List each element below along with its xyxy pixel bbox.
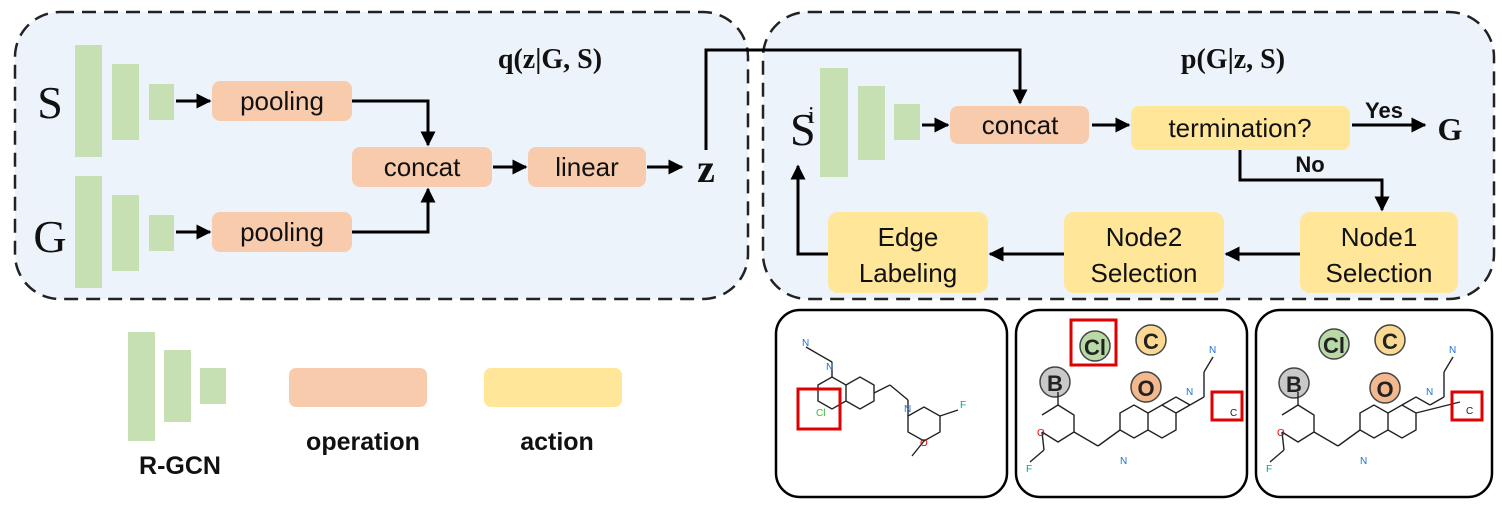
molecule-1-label-n: N <box>802 338 809 349</box>
linear-label: linear <box>555 152 619 182</box>
decoder-input-s-superscript: i <box>808 103 815 129</box>
edge-label-line1: Edge <box>878 222 939 252</box>
molecule-2-label-o: O <box>1037 428 1045 439</box>
atom-c-icon <box>1374 324 1406 356</box>
molecule-3-label-n-ring: N <box>1426 387 1433 398</box>
encoder-panel: q(z|G, S) S G pooling pooling concat <box>13 10 750 301</box>
encoder-input-s: S <box>37 77 63 128</box>
molecule-icon <box>1269 356 1461 463</box>
arrow-up-icon <box>790 164 828 256</box>
selection-box-icon <box>1210 390 1244 422</box>
molecule-1-label-cl: Cl <box>816 408 825 419</box>
legend: R-GCN operation action <box>128 332 622 480</box>
termination-label: termination? <box>1168 113 1311 143</box>
node1-label-line1: Node1 <box>1341 222 1418 252</box>
rgcn-stack-bottom <box>75 176 174 288</box>
decoder-arrows <box>790 117 1427 262</box>
atom-b-icon <box>1278 367 1310 399</box>
encoder-concat-label: concat <box>384 152 461 182</box>
arrow-down-icon <box>1238 150 1390 212</box>
molecule-panel-3: Cl C B O N N O N F C <box>1254 308 1494 499</box>
panel3-atom-o-label: O <box>1376 377 1393 402</box>
pooling-top-label: pooling <box>240 86 324 116</box>
atom-cl-icon <box>1318 328 1350 360</box>
termination-box: termination? <box>1131 106 1350 150</box>
panel3-atom-c-label: C <box>1382 329 1398 354</box>
decoder-concat-box: concat <box>950 106 1089 144</box>
selection-box-icon <box>796 387 842 431</box>
molecule-2-label-n: N <box>1209 345 1216 356</box>
legend-rgcn-label: R-GCN <box>139 452 221 480</box>
no-label: No <box>1295 152 1324 177</box>
encoder-arrows <box>176 93 684 240</box>
decoder-panel: p(G|z, S) S i concat termination? Yes G … <box>761 10 1496 301</box>
node1-label-line2: Selection <box>1326 258 1433 288</box>
legend-operation-swatch <box>289 368 427 407</box>
node1-selection-box: Node1 Selection <box>1300 212 1458 293</box>
molecule-3-label-o: O <box>1277 428 1285 439</box>
panel3-atom-cl-label: Cl <box>1323 333 1345 358</box>
legend-rgcn-swatch <box>128 332 226 441</box>
molecule-2-label-n-chain: N <box>1120 456 1127 467</box>
molecule-2-label-n-ring: N <box>1186 387 1193 398</box>
yes-label: Yes <box>1365 98 1403 123</box>
decoder-input-s: S <box>790 104 816 155</box>
pooling-bottom-box: pooling <box>212 212 352 252</box>
decoder-output-g: G <box>1438 111 1463 147</box>
panel3-atom-b-label: B <box>1286 372 1302 397</box>
pooling-bottom-label: pooling <box>240 217 324 247</box>
panel2-atom-b-label: B <box>1047 371 1063 396</box>
atom-cl-icon <box>1079 330 1111 362</box>
linear-box: linear <box>528 147 646 187</box>
molecule-1-label-f: F <box>960 400 966 411</box>
latent-z: z <box>697 146 715 191</box>
atom-o-icon <box>1130 371 1162 403</box>
molecule-2-label-c: C <box>1230 408 1237 419</box>
panel2-atom-cl-label: Cl <box>1084 335 1106 360</box>
encoder-input-g: G <box>33 211 66 262</box>
molecule-panel-1: N N N O F Cl <box>774 308 1009 499</box>
molecule-icon <box>805 346 959 457</box>
molecule-1-label-n-ring: N <box>826 362 833 373</box>
panel2-atom-c-label: C <box>1143 329 1159 354</box>
legend-action-label: action <box>520 428 594 456</box>
rgcn-stack-top <box>75 45 174 157</box>
edge-label-line2: Labeling <box>859 258 957 288</box>
atom-b-icon <box>1039 366 1071 398</box>
encoder-title: q(z|G, S) <box>498 44 602 75</box>
atom-o-icon <box>1369 372 1401 404</box>
arrow-up-icon <box>352 187 436 234</box>
molecule-1-label-o: O <box>920 438 928 449</box>
selection-box-icon <box>1069 318 1118 367</box>
rgcn-stack-decoder <box>820 68 920 177</box>
molecule-1-label-n-chain: N <box>904 404 911 415</box>
selection-box-icon <box>1450 390 1484 422</box>
molecule-icon <box>1029 356 1214 463</box>
encoder-concat-box: concat <box>352 147 492 187</box>
molecule-3-label-n: N <box>1449 345 1456 356</box>
decoder-concat-label: concat <box>982 110 1059 140</box>
molecule-3-label-c: C <box>1466 406 1473 417</box>
molecule-3-label-n-chain: N <box>1360 456 1367 467</box>
node2-selection-box: Node2 Selection <box>1064 212 1224 293</box>
edge-labeling-box: Edge Labeling <box>828 212 988 293</box>
decoder-title: p(G|z, S) <box>1181 44 1285 75</box>
node2-label-line2: Selection <box>1091 258 1198 288</box>
legend-operation-label: operation <box>306 428 420 456</box>
pooling-top-box: pooling <box>212 81 352 121</box>
node2-label-line1: Node2 <box>1106 222 1183 252</box>
arrow-down-icon <box>352 99 436 147</box>
panel2-atom-o-label: O <box>1137 376 1154 401</box>
legend-action-swatch <box>484 368 622 407</box>
molecule-3-label-f: F <box>1266 464 1272 475</box>
atom-c-icon <box>1135 324 1167 356</box>
molecule-panel-2: Cl C B O N N O N F C <box>1014 308 1249 499</box>
latent-to-concat-arrow <box>704 48 1028 150</box>
molecule-2-label-f: F <box>1026 464 1032 475</box>
